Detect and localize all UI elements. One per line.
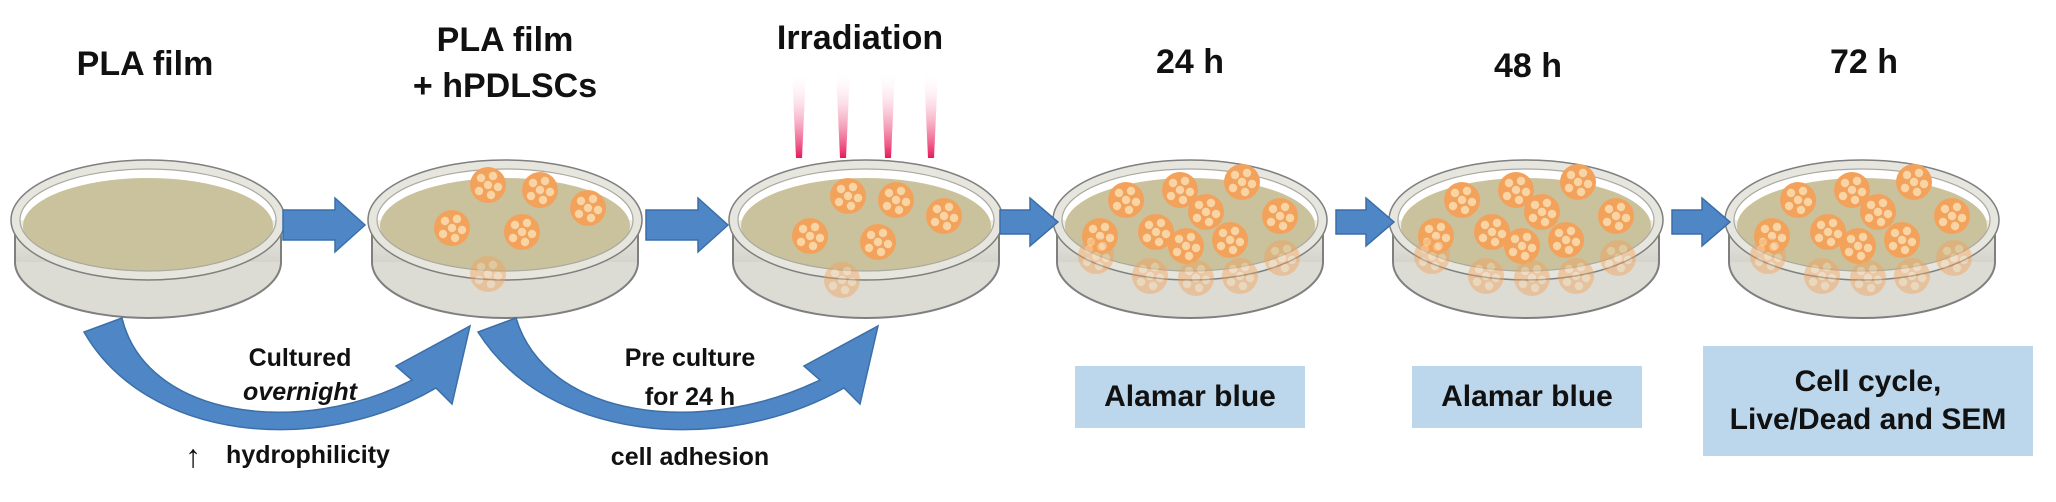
annotation-preculture: Pre culture xyxy=(624,344,756,372)
flow-arrow xyxy=(282,196,367,254)
annotation-overnight: overnight xyxy=(243,378,357,406)
stem-cell xyxy=(1504,228,1540,264)
stem-cell xyxy=(1934,198,1970,234)
stem-cell-faint xyxy=(470,256,506,292)
dish-irradiation xyxy=(728,159,1004,319)
stem-cell xyxy=(792,218,828,254)
stem-cell xyxy=(1524,194,1560,230)
step-title-irradiation: Irradiation xyxy=(776,19,944,57)
stem-cell-faint xyxy=(1222,258,1258,294)
hydrophilicity-up-arrow: ↑ xyxy=(185,438,201,474)
laser-beam xyxy=(924,72,938,158)
laser-beam xyxy=(881,70,895,158)
assay-label-72h-line2: Live/Dead and SEM xyxy=(1729,403,2007,436)
stem-cell xyxy=(1188,194,1224,230)
stem-cell-faint xyxy=(1414,238,1450,274)
stem-cell-faint xyxy=(824,262,860,298)
stem-cell xyxy=(830,178,866,214)
annotation-cultured: Cultured xyxy=(248,344,352,372)
flow-arrow xyxy=(645,196,730,254)
stem-cell-faint xyxy=(1600,240,1636,276)
stem-cell-faint xyxy=(1078,238,1114,274)
stem-cell xyxy=(1108,182,1144,218)
flow-arrow xyxy=(1335,196,1396,248)
step-title-pla-film: PLA film xyxy=(76,45,214,83)
stem-cell xyxy=(1548,222,1584,258)
stem-cell xyxy=(926,198,962,234)
dish-24h xyxy=(1052,159,1328,319)
stem-cell-faint xyxy=(1264,240,1300,276)
assay-label-48h: Alamar blue xyxy=(1441,380,1613,413)
stem-cell-faint xyxy=(1558,258,1594,294)
annotation-cell-adhesion: cell adhesion xyxy=(610,443,770,471)
annotation-hydrophilicity: hydrophilicity xyxy=(226,441,390,469)
dish-48h xyxy=(1388,159,1664,319)
step-title-72h: 72 h xyxy=(1829,43,1899,81)
step-title-pla-hpdlscs-line2: + hPDLSCs xyxy=(412,67,598,105)
stem-cell xyxy=(470,167,506,203)
dish-72h xyxy=(1724,159,2000,319)
assay-label-72h-line1: Cell cycle, xyxy=(1794,365,1942,398)
curved-arrow-preculture xyxy=(476,317,880,431)
stem-cell xyxy=(1212,222,1248,258)
stem-cell xyxy=(522,172,558,208)
flow-arrow xyxy=(999,196,1060,248)
laser-beams xyxy=(792,70,938,158)
assay-box-24h: Alamar blue xyxy=(1075,366,1305,428)
stem-cell xyxy=(878,182,914,218)
stem-cell xyxy=(1840,228,1876,264)
step-title-48h: 48 h xyxy=(1493,47,1563,85)
laser-beam xyxy=(792,72,806,158)
annotation-for-24h: for 24 h xyxy=(644,383,736,411)
stem-cell-faint xyxy=(1750,238,1786,274)
stem-cell-faint xyxy=(1468,258,1504,294)
stem-cell xyxy=(1896,164,1932,200)
step-title-pla-hpdlscs-line1: PLA film xyxy=(436,21,574,59)
flow-arrows xyxy=(282,196,1732,254)
stem-cell xyxy=(860,224,896,260)
stem-cell-faint xyxy=(1804,258,1840,294)
stem-cell xyxy=(570,190,606,226)
curved-arrow-overnight xyxy=(82,317,472,431)
stem-cell xyxy=(1262,198,1298,234)
stem-cell-faint xyxy=(1936,240,1972,276)
stem-cell xyxy=(1168,228,1204,264)
flow-arrow xyxy=(1671,196,1732,248)
step-title-24h: 24 h xyxy=(1155,43,1225,81)
stem-cell xyxy=(1224,164,1260,200)
dish-pla-hpdlscs xyxy=(367,159,643,319)
stem-cell xyxy=(434,210,470,246)
assay-box-48h: Alamar blue xyxy=(1412,366,1642,428)
stem-cell-faint xyxy=(1894,258,1930,294)
stem-cell xyxy=(1598,198,1634,234)
stem-cell xyxy=(1780,182,1816,218)
stem-cell-faint xyxy=(1178,260,1214,296)
stem-cell xyxy=(504,214,540,250)
stem-cell xyxy=(1884,222,1920,258)
curved-arrows xyxy=(82,317,880,431)
assay-box-72h: Cell cycle, Live/Dead and SEM xyxy=(1703,346,2033,456)
assay-label-24h: Alamar blue xyxy=(1104,380,1276,413)
stem-cell-faint xyxy=(1514,260,1550,296)
stem-cell-faint xyxy=(1850,260,1886,296)
stem-cell xyxy=(1444,182,1480,218)
dish-pla-film xyxy=(10,159,286,319)
stem-cell xyxy=(1860,194,1896,230)
stem-cell xyxy=(1560,164,1596,200)
stem-cell-faint xyxy=(1132,258,1168,294)
laser-beam xyxy=(836,70,850,158)
